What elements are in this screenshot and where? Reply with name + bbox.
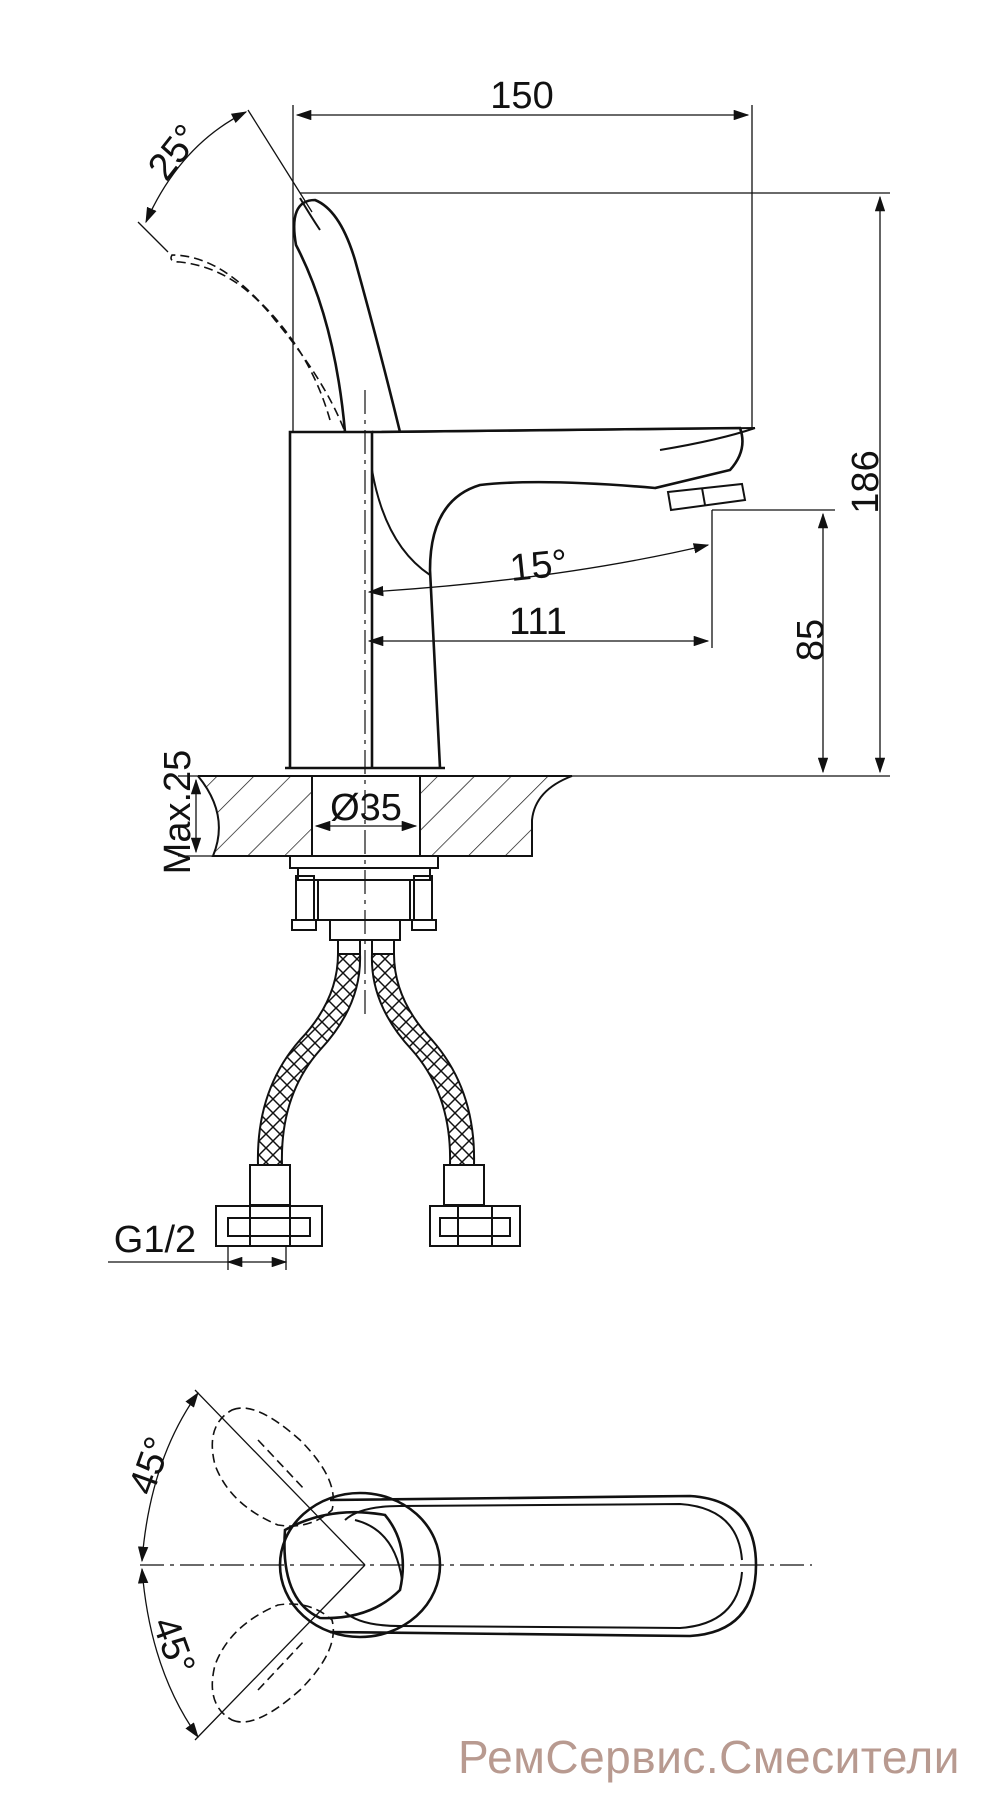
dimension-max-counter: Max.25 [157,750,214,875]
watermark-text: РемСервис.Смесители [458,1731,960,1783]
countertop [197,775,573,857]
label-150: 150 [490,75,553,117]
dimension-spout-height: 85 [712,509,835,774]
lever-tilted-position [170,254,346,433]
dimension-mount-hole: Ø35 [314,787,418,832]
dimension-thread: G1/2 [108,1219,288,1270]
label-186: 186 [845,450,887,513]
mounting-kit [289,855,439,955]
label-g12: G1/2 [114,1219,196,1261]
label-25deg: 25° [140,117,208,188]
dimension-height: 186 [300,192,890,777]
label-45deg-down: 45° [144,1612,203,1680]
dimension-lever-angle: 25° [137,109,313,253]
top-view: 45° 45° [121,1389,812,1741]
side-view: 150 186 85 111 15° [108,75,890,1270]
dimension-spout-reach: 111 [367,510,713,648]
dimension-spout-angle: 15° [367,542,710,597]
label-d35: Ø35 [330,787,402,829]
label-111: 111 [509,601,567,643]
faucet-body [285,426,747,770]
flexible-hoses [215,953,521,1247]
label-15deg: 15° [508,542,570,590]
label-45deg-up: 45° [121,1432,180,1500]
lever-handle [292,197,756,451]
label-max25: Max.25 [157,750,199,875]
label-85: 85 [790,619,832,661]
dimension-width: 150 [292,75,753,432]
